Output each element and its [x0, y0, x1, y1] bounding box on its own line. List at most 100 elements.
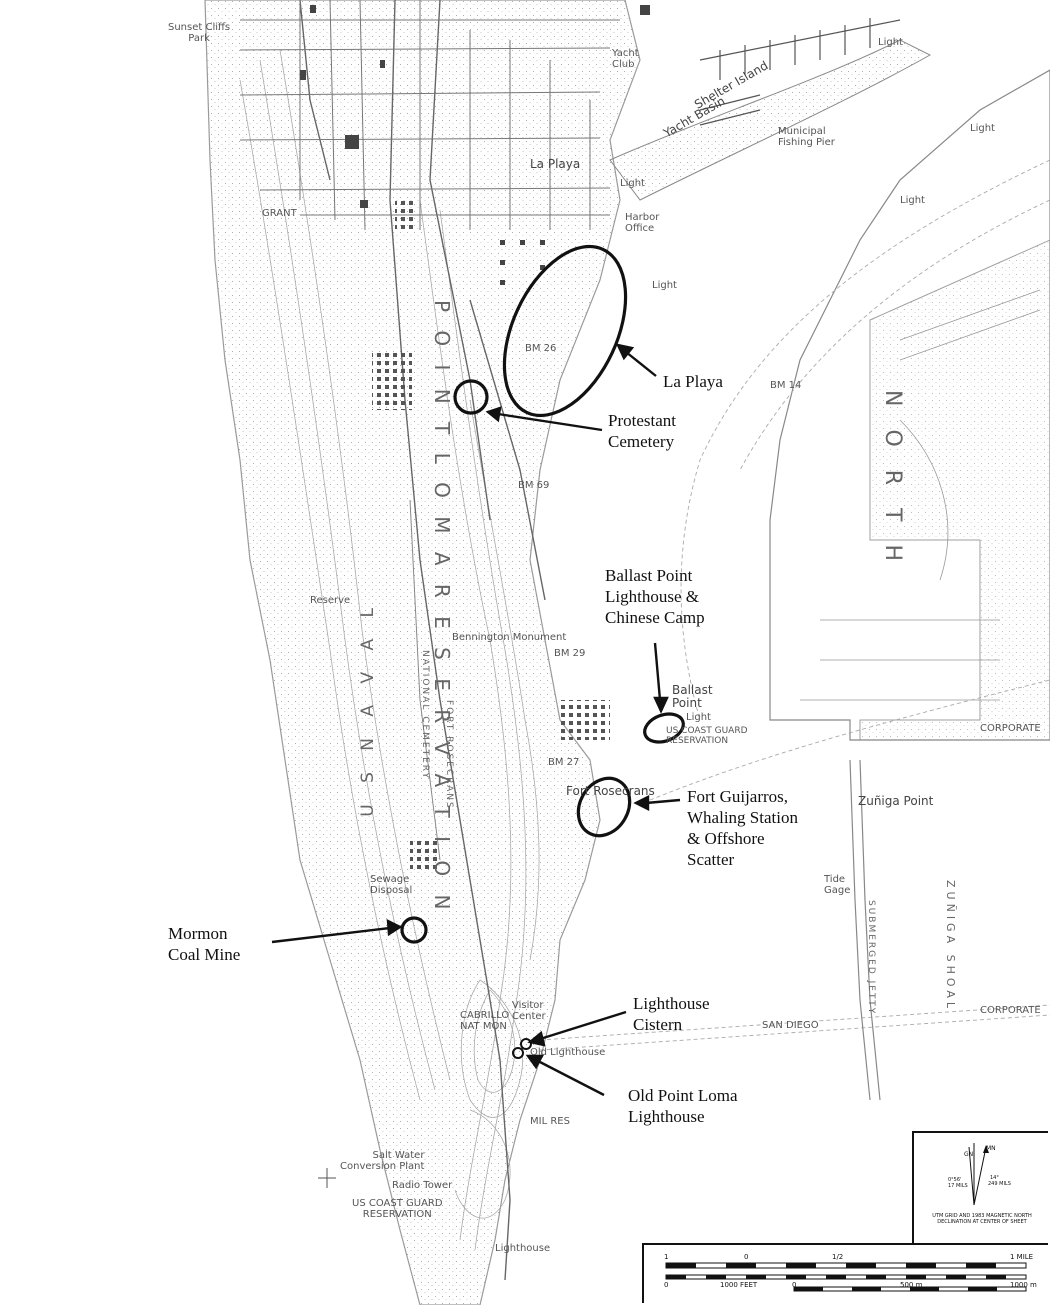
map-label-coast-guard-2: US COAST GUARD RESERVATION: [352, 1198, 443, 1220]
declination-diagram: GN MN 0°56' 17 MILS 14° 249 MILS UTM GRI…: [912, 1131, 1048, 1245]
annotation-fort-guijarros: Fort Guijarros, Whaling Station & Offsho…: [687, 786, 798, 870]
map-label-light-4: Light: [900, 195, 925, 206]
runway-lines: [800, 289, 1041, 701]
annotation-line: Fort Guijarros,: [687, 787, 789, 806]
scale-m-0: 0: [792, 1281, 797, 1289]
annotation-la-playa: La Playa: [663, 371, 723, 392]
harbor-mainland: [769, 69, 1050, 741]
map-label-radio-tower: Radio Tower: [392, 1180, 453, 1191]
map-label-lighthouse-bottom: Lighthouse: [495, 1243, 551, 1254]
annotation-line: Cemetery: [608, 432, 675, 451]
map-label-old-lighthouse: Old Lighthouse: [530, 1047, 606, 1058]
ballast-point-circle: [643, 712, 685, 744]
peninsula-land: [204, 0, 641, 1305]
zuniga-jetty: [849, 759, 881, 1101]
fort-guijarros-circle: [576, 776, 632, 838]
map-label-zuniga-shoal: ZUÑIGA SHOAL: [944, 880, 957, 1012]
mormon-coal-mine-circle: [400, 916, 428, 944]
la-playa-circle: [502, 244, 628, 418]
scale-mile-0b: 0: [744, 1253, 749, 1261]
compass-mn: MN: [986, 1145, 996, 1152]
map-label-bm27: BM 27: [548, 757, 580, 768]
annotation-line: Lighthouse: [628, 1107, 705, 1126]
annotation-line: Cistern: [633, 1015, 683, 1034]
scale-feet-0: 0: [664, 1281, 669, 1289]
map-label-grant: GRANT: [262, 208, 297, 219]
yacht-docks: [699, 18, 901, 126]
map-label-light-2: Light: [970, 123, 995, 134]
channel-lines: [539, 159, 1050, 1051]
annotation-line: Scatter: [687, 850, 735, 869]
street-grid: [239, 0, 620, 231]
protestant-cemetery-circle: [453, 379, 489, 415]
map-label-municipal-pier: Municipal Fishing Pier: [778, 126, 835, 148]
compass-caption: UTM GRID AND 1983 MAGNETIC NORTH DECLINA…: [932, 1213, 1032, 1225]
scale-bar: 1 1/2 0 1 MILE 0 1000 FEET 0 500 m 1000 …: [642, 1243, 1048, 1303]
map-label-harbor-office: Harbor Office: [625, 212, 660, 234]
annotation-line: Lighthouse: [633, 994, 710, 1013]
map-label-light-1: Light: [878, 37, 903, 48]
old-lighthouse-circle: [512, 1047, 524, 1059]
annotation-circles: [400, 244, 685, 1059]
lighthouse-cistern-circle: [520, 1038, 532, 1050]
map-label-visitor-center: Visitor Center: [512, 1000, 546, 1022]
buildings: [300, 5, 650, 870]
map-label-coast-guard: US COAST GUARD RESERVATION: [666, 726, 748, 746]
compass-angle-1-mils: 17 MILS: [948, 1183, 968, 1189]
map-label-bm29: BM 29: [554, 648, 586, 659]
map-label-la-playa: La Playa: [530, 157, 581, 171]
scale-mile-half: 1/2: [832, 1253, 844, 1261]
annotation-line: Old Point Loma: [628, 1086, 738, 1105]
leader-arrows: [271, 343, 681, 1097]
annotation-line: Coal Mine: [168, 945, 241, 964]
compass-angle-2-mils: 249 MILS: [988, 1181, 1011, 1187]
map-label-corporate-1: CORPORATE: [980, 723, 1041, 734]
map-label-north: N O R T H: [880, 390, 905, 570]
scale-mile-1: 1 MILE: [1010, 1253, 1034, 1261]
map-label-san-diego: SAN DIEGO: [762, 1020, 819, 1031]
map-label-fort-rosecrans: Fort Rosecrans: [566, 784, 655, 798]
grid-cross: [318, 1168, 336, 1188]
annotation-line: Ballast Point: [605, 566, 693, 585]
scale-m-1000: 1000 m: [1010, 1281, 1037, 1289]
map-label-mil-res: MIL RES: [530, 1116, 570, 1127]
map-label-monument: Bennington Monument: [452, 632, 567, 643]
annotation-line: Protestant: [608, 411, 676, 430]
map-label-light-3: Light: [620, 178, 645, 189]
map-label-yacht-club: Yacht Club: [612, 48, 639, 70]
north-island: [859, 239, 1050, 741]
map-label-us-naval: U S N A V A L: [358, 600, 378, 817]
north-arrow-icon: [968, 1143, 989, 1206]
map-label-point-loma-res: P O I N T L O M A R E S E R V A T I O N: [430, 300, 454, 916]
map-label-bm26: BM 26: [525, 343, 557, 354]
map-label-light-5: Light: [652, 280, 677, 291]
annotation-line: & Offshore: [687, 829, 765, 848]
map-label-zuniga-point: Zuñiga Point: [858, 794, 934, 808]
map-label-bm14: BM 14: [770, 380, 802, 391]
annotation-line: Whaling Station: [687, 808, 798, 827]
compass-gn: GN: [964, 1151, 974, 1158]
annotation-mormon-coal-mine: Mormon Coal Mine: [168, 923, 240, 965]
map-label-fort-rosecrans-vert: FORT ROSECRANS: [444, 700, 454, 810]
map-label-bm69: BM 69: [518, 480, 550, 491]
scale-feet-1000: 1000 FEET: [720, 1281, 758, 1289]
annotation-line: Lighthouse &: [605, 587, 699, 606]
annotation-ballast-point: Ballast Point Lighthouse & Chinese Camp: [605, 565, 705, 628]
annotation-line: Chinese Camp: [605, 608, 705, 627]
scale-m-500: 500 m: [900, 1281, 923, 1289]
map-label-reserve: Reserve: [310, 595, 351, 606]
annotation-protestant-cemetery: Protestant Cemetery: [608, 410, 676, 452]
map-label-cemetery: NATIONAL CEMETERY: [420, 650, 430, 780]
annotation-line: Mormon: [168, 924, 228, 943]
map-label-tide-gage: Tide Gage: [824, 874, 851, 896]
roads: [299, 0, 546, 1281]
map-label-submerged-jetty: SUBMERGED JETTY: [866, 900, 876, 1016]
annotation-line: La Playa: [663, 372, 723, 391]
scale-bars-graphic: [665, 1262, 1027, 1292]
annotation-lighthouse-cistern: Lighthouse Cistern: [633, 993, 710, 1035]
map-label-sewage: Sewage Disposal: [370, 874, 413, 896]
contour-lines: [239, 49, 540, 1251]
map-label-corporate-2: CORPORATE: [980, 1005, 1041, 1016]
scale-mile-0: 1: [664, 1253, 669, 1261]
